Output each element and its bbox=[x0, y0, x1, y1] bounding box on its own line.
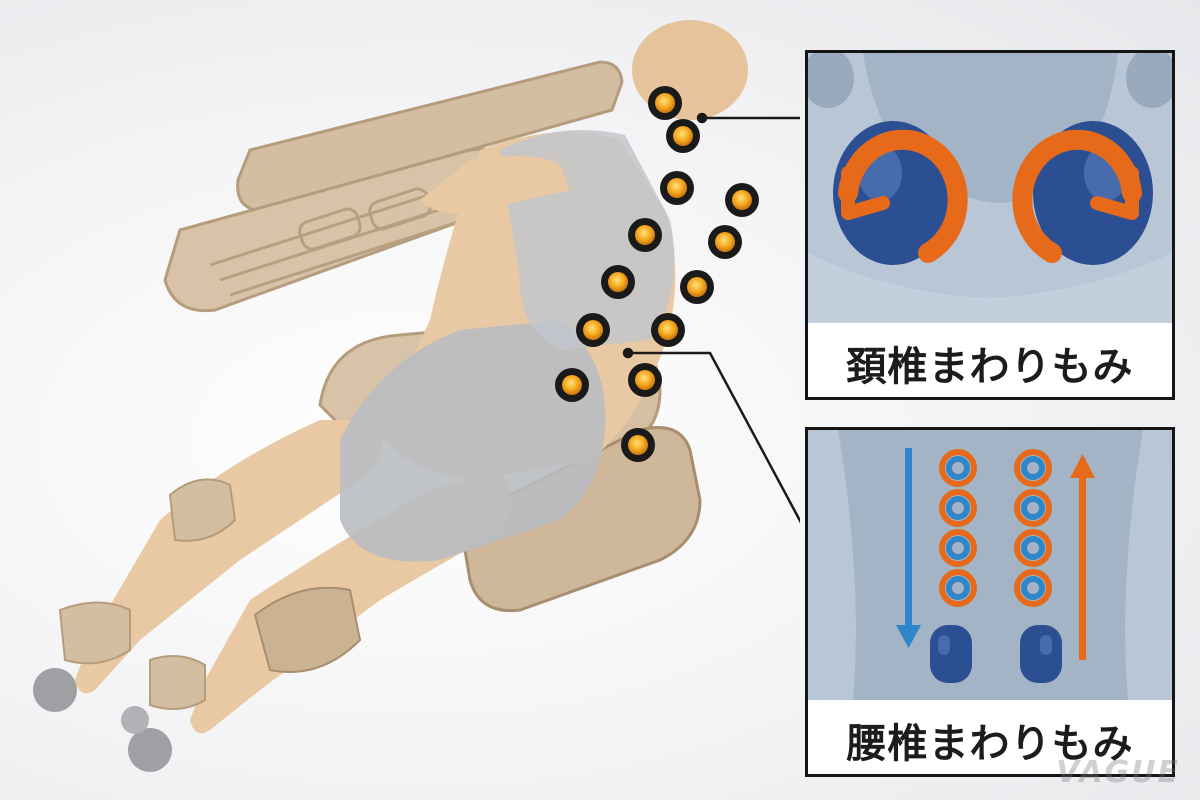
roller bbox=[708, 225, 742, 259]
neck-panel-caption: 頚椎まわりもみ bbox=[808, 329, 1172, 397]
leg-massagers bbox=[33, 478, 362, 772]
roller bbox=[680, 270, 714, 304]
neck-massage-panel: 頚椎まわりもみ bbox=[805, 50, 1175, 400]
vague-watermark: VAGUE bbox=[1056, 755, 1180, 790]
massage-balls bbox=[930, 625, 1062, 683]
roller bbox=[660, 171, 694, 205]
rotation-arrow-left bbox=[838, 129, 968, 263]
roller bbox=[725, 183, 759, 217]
roller bbox=[628, 363, 662, 397]
waist-massage-diagram bbox=[808, 430, 1172, 700]
up-arrow-orange bbox=[1070, 454, 1095, 660]
roller bbox=[601, 265, 635, 299]
roller bbox=[651, 313, 685, 347]
roller bbox=[555, 368, 589, 402]
roller bbox=[576, 313, 610, 347]
roller bbox=[621, 428, 655, 462]
circular-arrows-right bbox=[1014, 449, 1052, 607]
callout-lines bbox=[622, 112, 800, 524]
waist-massage-panel: 腰椎まわりもみ bbox=[805, 427, 1175, 777]
massage-chair-illustration bbox=[33, 20, 800, 772]
rotation-arrow-right bbox=[1012, 129, 1142, 263]
roller bbox=[628, 218, 662, 252]
person-body bbox=[75, 20, 748, 734]
waist-panel-caption: 腰椎まわりもみ bbox=[808, 706, 1172, 774]
waist-callout-line bbox=[628, 351, 800, 524]
down-arrow-blue bbox=[896, 448, 921, 648]
neck-massage-diagram bbox=[808, 53, 1172, 323]
roller bbox=[648, 86, 682, 120]
roller bbox=[666, 119, 700, 153]
circular-arrows-left bbox=[939, 449, 977, 607]
spine-rollers bbox=[555, 86, 759, 462]
